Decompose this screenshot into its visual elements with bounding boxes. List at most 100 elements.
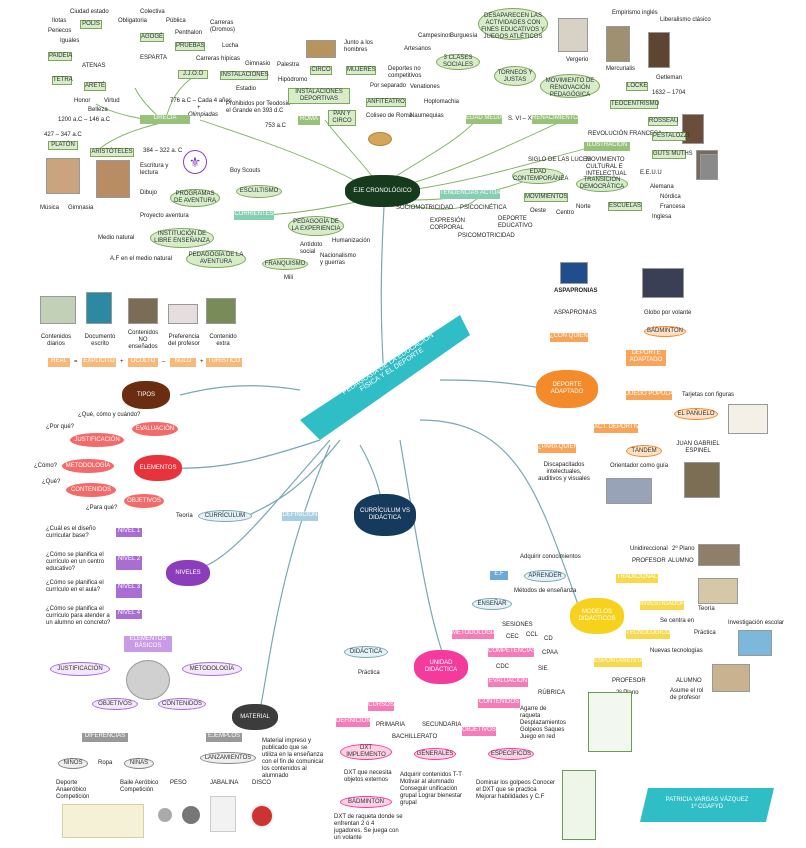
node-aprender[interactable]: APRENDER [524, 570, 566, 582]
node-instalaciones-deportivas[interactable]: INSTALACIONES DEPORTIVAS [288, 88, 350, 104]
node-ejemplos[interactable]: EJEMPLOS [206, 733, 242, 742]
node-guts-muths[interactable]: GUTS MUTHS [652, 150, 693, 159]
node-edad-contemporanea-main[interactable]: EDAD CONTEMPORÁNEA [512, 168, 569, 184]
label-campesinos: Campesinos [418, 33, 452, 39]
node-locke[interactable]: LOCKE [626, 82, 648, 91]
node-definicion-curriculum[interactable]: DEFINICIÓN [282, 512, 318, 521]
node-competencias[interactable]: COMPETENCIAS [488, 648, 536, 657]
node-investigador[interactable]: INVESTIGADOR [640, 601, 685, 610]
node-escultismo[interactable]: ESCULTISMO [236, 185, 282, 198]
node-nivel-2[interactable]: NIVEL 2 [116, 556, 142, 570]
node-franquismo[interactable]: FRANQUISMO [262, 258, 308, 270]
node-aristoteles[interactable]: ARISTÓTELES [90, 148, 134, 157]
node-renacimiento[interactable]: RENACIMIENTO [532, 115, 578, 124]
node-paideia[interactable]: PAIDEIA [48, 52, 73, 61]
node-modelos[interactable]: MODELOS DIDÁCTICOS [570, 598, 624, 634]
node-deporte-adaptado-sub[interactable]: DEPORTE ADAPTADO [626, 350, 666, 366]
node-curriculum[interactable]: CURRÍCULUM [198, 510, 252, 522]
node-espontaneista[interactable]: ESPONTANEÍSTA [594, 658, 643, 667]
node-ef[interactable]: E.F [490, 571, 508, 580]
node-tandem[interactable]: TÁNDEM [626, 445, 662, 457]
node-nivel-4[interactable]: NIVEL 4 [116, 610, 142, 619]
node-tendencias[interactable]: TENDENCIAS ACTUALES [440, 190, 512, 199]
node-badminton-adaptado[interactable]: BÁDMINTON [644, 326, 686, 337]
node-lanzamientos[interactable]: LANZAMIENTOS [200, 752, 256, 764]
node-ninas[interactable]: NIÑAS [124, 758, 154, 769]
node-pedagogia-experiencia[interactable]: PEDAGOGÍA DE LA EXPERIENCIA [288, 216, 344, 236]
node-rosseau[interactable]: ROSSEAU [648, 117, 679, 126]
node-unidad-didactica[interactable]: UNIDAD DIDÁCTICA [414, 650, 468, 684]
node-objetivos-ud[interactable]: OBJETIVOS [462, 727, 496, 736]
node-metodologia-ud[interactable]: METODOLOGÍA [452, 630, 497, 639]
node-tetra[interactable]: TETRA [52, 76, 73, 85]
node-programas[interactable]: PROGRAMAS DE AVENTURA [170, 189, 220, 207]
node-panuelo[interactable]: EL PAÑUELO [674, 408, 718, 420]
node-eje-cronologico[interactable]: EJE CRONOLÓGICO [345, 175, 420, 207]
node-objetivos-basica[interactable]: OBJETIVOS [92, 698, 138, 710]
node-desaparecen[interactable]: DESAPARECEN LAS ACTIVIDADES CON FINES ED… [478, 8, 548, 40]
node-tres-clases[interactable]: 3 CLASES SOCIALES [436, 54, 480, 70]
node-cursos[interactable]: CURSOS [368, 702, 394, 711]
node-jjoo[interactable]: J.J.O.O [178, 70, 208, 79]
node-grecia[interactable]: GRECIA [140, 115, 190, 124]
node-ninos[interactable]: NIÑOS [58, 758, 88, 769]
node-anfiteatro[interactable]: ANFITEATRO [366, 98, 406, 107]
node-contenidos-basica[interactable]: CONTENIDOS [158, 698, 206, 710]
node-deporte-adaptado[interactable]: DEPORTE ADAPTADO [536, 370, 598, 408]
node-agoge[interactable]: AGOGÉ [140, 33, 164, 42]
node-niveles[interactable]: NIVELES [166, 560, 210, 586]
node-teocentrismo[interactable]: TEOCENTRISMO [610, 100, 660, 109]
node-didactica[interactable]: DIDÁCTICA [344, 646, 388, 658]
node-corrientes[interactable]: CORRIENTES [234, 211, 274, 220]
node-contenidos-ud[interactable]: CONTENIDOS [478, 699, 520, 708]
node-justificacion[interactable]: JUSTIFICACIÓN [70, 433, 124, 447]
node-elementos[interactable]: ELEMENTOS [134, 455, 182, 481]
node-act-deportiva[interactable]: ACT. DEPORTIVA [594, 424, 643, 433]
node-transicion[interactable]: TRANSICIÓN DEMOCRÁTICA [576, 176, 628, 192]
node-ilustracion[interactable]: ILUSTRACIÓN [584, 142, 630, 151]
node-institucion[interactable]: INSTITUCIÓN DE LIBRE ENSEÑANZA [150, 228, 214, 248]
node-ensenar[interactable]: ENSEÑAR [472, 598, 512, 610]
node-pestalozzi[interactable]: PESTALOZZI [652, 132, 690, 141]
node-diferencias[interactable]: DIFERENCIAS [82, 733, 128, 742]
node-platon[interactable]: PLATÓN [48, 141, 78, 150]
node-objetivos[interactable]: OBJETIVOS [124, 494, 164, 508]
node-nivel-3[interactable]: NIVEL 3 [116, 584, 142, 598]
node-mujeres[interactable]: MUJERES [346, 66, 376, 75]
node-metodologia-basica[interactable]: METODOLOGÍA [182, 662, 242, 676]
node-roma[interactable]: ROMA [298, 116, 320, 125]
node-polis[interactable]: POLIS [80, 20, 102, 29]
node-movimiento-renovacion[interactable]: MOVIMIENTO DE RENOVACIÓN PEDAGÓGICA [540, 74, 600, 98]
node-edad-media[interactable]: EDAD MEDIA [466, 115, 503, 124]
node-tradicional[interactable]: TRADICIONAL [616, 574, 658, 583]
node-definicion-ud[interactable]: DEFINICIÓN [336, 718, 371, 727]
node-evaluacion-ud[interactable]: EVALUACIÓN [488, 678, 528, 687]
node-movimientos[interactable]: MOVIMIENTOS [524, 193, 568, 202]
node-juego-popular[interactable]: JUEGO POPULAR [626, 391, 677, 400]
node-elementos-basicos[interactable]: ELEMENTOS BÁSICOS [124, 636, 172, 652]
node-para-quien[interactable]: ¿PARA QUIÉN? [538, 444, 581, 453]
node-escuelas[interactable]: ESCUELAS [608, 202, 642, 211]
node-torneos[interactable]: TORNEOS Y JUSTAS [494, 66, 536, 86]
node-tipos[interactable]: TIPOS [122, 381, 170, 409]
label-periecos: Periecos [48, 28, 72, 34]
node-especificos[interactable]: ESPECÍFICOS [488, 748, 534, 760]
node-justificacion-basica[interactable]: JUSTIFICACIÓN [50, 662, 110, 676]
node-tecnologico[interactable]: TECNOLÓGICO [626, 630, 670, 639]
node-generales[interactable]: GENERALES [414, 748, 456, 760]
node-dxt-implemento[interactable]: DXT IMPLEMENTO [340, 744, 392, 760]
node-curriculum-vs-didactica[interactable]: CURRÍCULUM VS DIDÁCTICA [354, 494, 416, 536]
node-con-quien[interactable]: ¿CON QUIÉN? [550, 333, 591, 342]
node-instalaciones[interactable]: INSTALACIONES [220, 71, 269, 80]
node-metodologia[interactable]: METODOLOGÍA [62, 459, 114, 473]
node-arete[interactable]: ARETÉ [84, 82, 106, 91]
node-pruebas[interactable]: PRUEBAS [175, 42, 205, 51]
node-pedagogia-aventura[interactable]: PEDAGOGÍA DE LA AVENTURA [186, 250, 246, 268]
node-contenidos[interactable]: CONTENIDOS [66, 483, 116, 497]
node-badminton-ud[interactable]: BÁDMINTON [340, 796, 392, 808]
node-material[interactable]: MATERIAL [232, 704, 278, 730]
node-nivel-1[interactable]: NIVEL 1 [116, 528, 142, 537]
node-evaluacion[interactable]: EVALUACIÓN [132, 422, 178, 436]
node-pan-circo[interactable]: PAN Y CIRCO [328, 110, 356, 126]
node-circo[interactable]: CIRCO [310, 66, 332, 75]
